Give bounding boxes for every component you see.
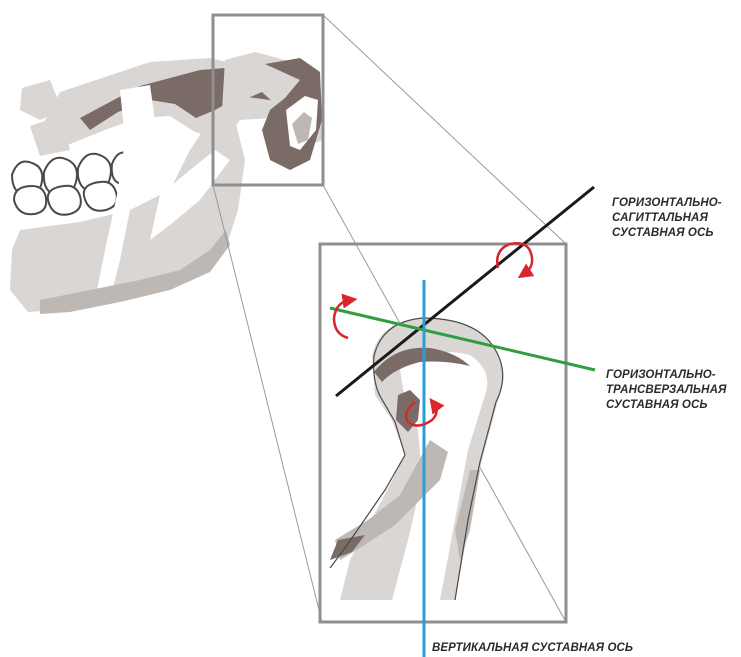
condyle-detail — [330, 318, 503, 600]
rotation-arrow-icon — [334, 300, 350, 338]
transverse-axis-label-line2: ТРАНСВЕРЗАЛЬНАЯ — [606, 383, 726, 398]
transverse-axis-label: ГОРИЗОНТАЛЬНО- ТРАНСВЕРЗАЛЬНАЯ СУСТАВНАЯ… — [606, 368, 726, 413]
sagittal-axis-label: ГОРИЗОНТАЛЬНО- САГИТТАЛЬНАЯ СУСТАВНАЯ ОС… — [612, 196, 722, 241]
rotation-arrow-icon — [497, 243, 532, 274]
vertical-axis-label: ВЕРТИКАЛЬНАЯ СУСТАВНАЯ ОСЬ — [432, 641, 633, 656]
transverse-axis-label-line3: СУСТАВНАЯ ОСЬ — [606, 398, 726, 413]
sagittal-axis-label-line2: САГИТТАЛЬНАЯ — [612, 211, 722, 226]
skull-illustration — [10, 52, 322, 314]
transverse-axis-label-line1: ГОРИЗОНТАЛЬНО- — [606, 368, 726, 383]
sagittal-axis-label-line1: ГОРИЗОНТАЛЬНО- — [612, 196, 722, 211]
sagittal-axis-label-line3: СУСТАВНАЯ ОСЬ — [612, 226, 722, 241]
vertical-axis-label-line1: ВЕРТИКАЛЬНАЯ СУСТАВНАЯ ОСЬ — [432, 641, 633, 656]
